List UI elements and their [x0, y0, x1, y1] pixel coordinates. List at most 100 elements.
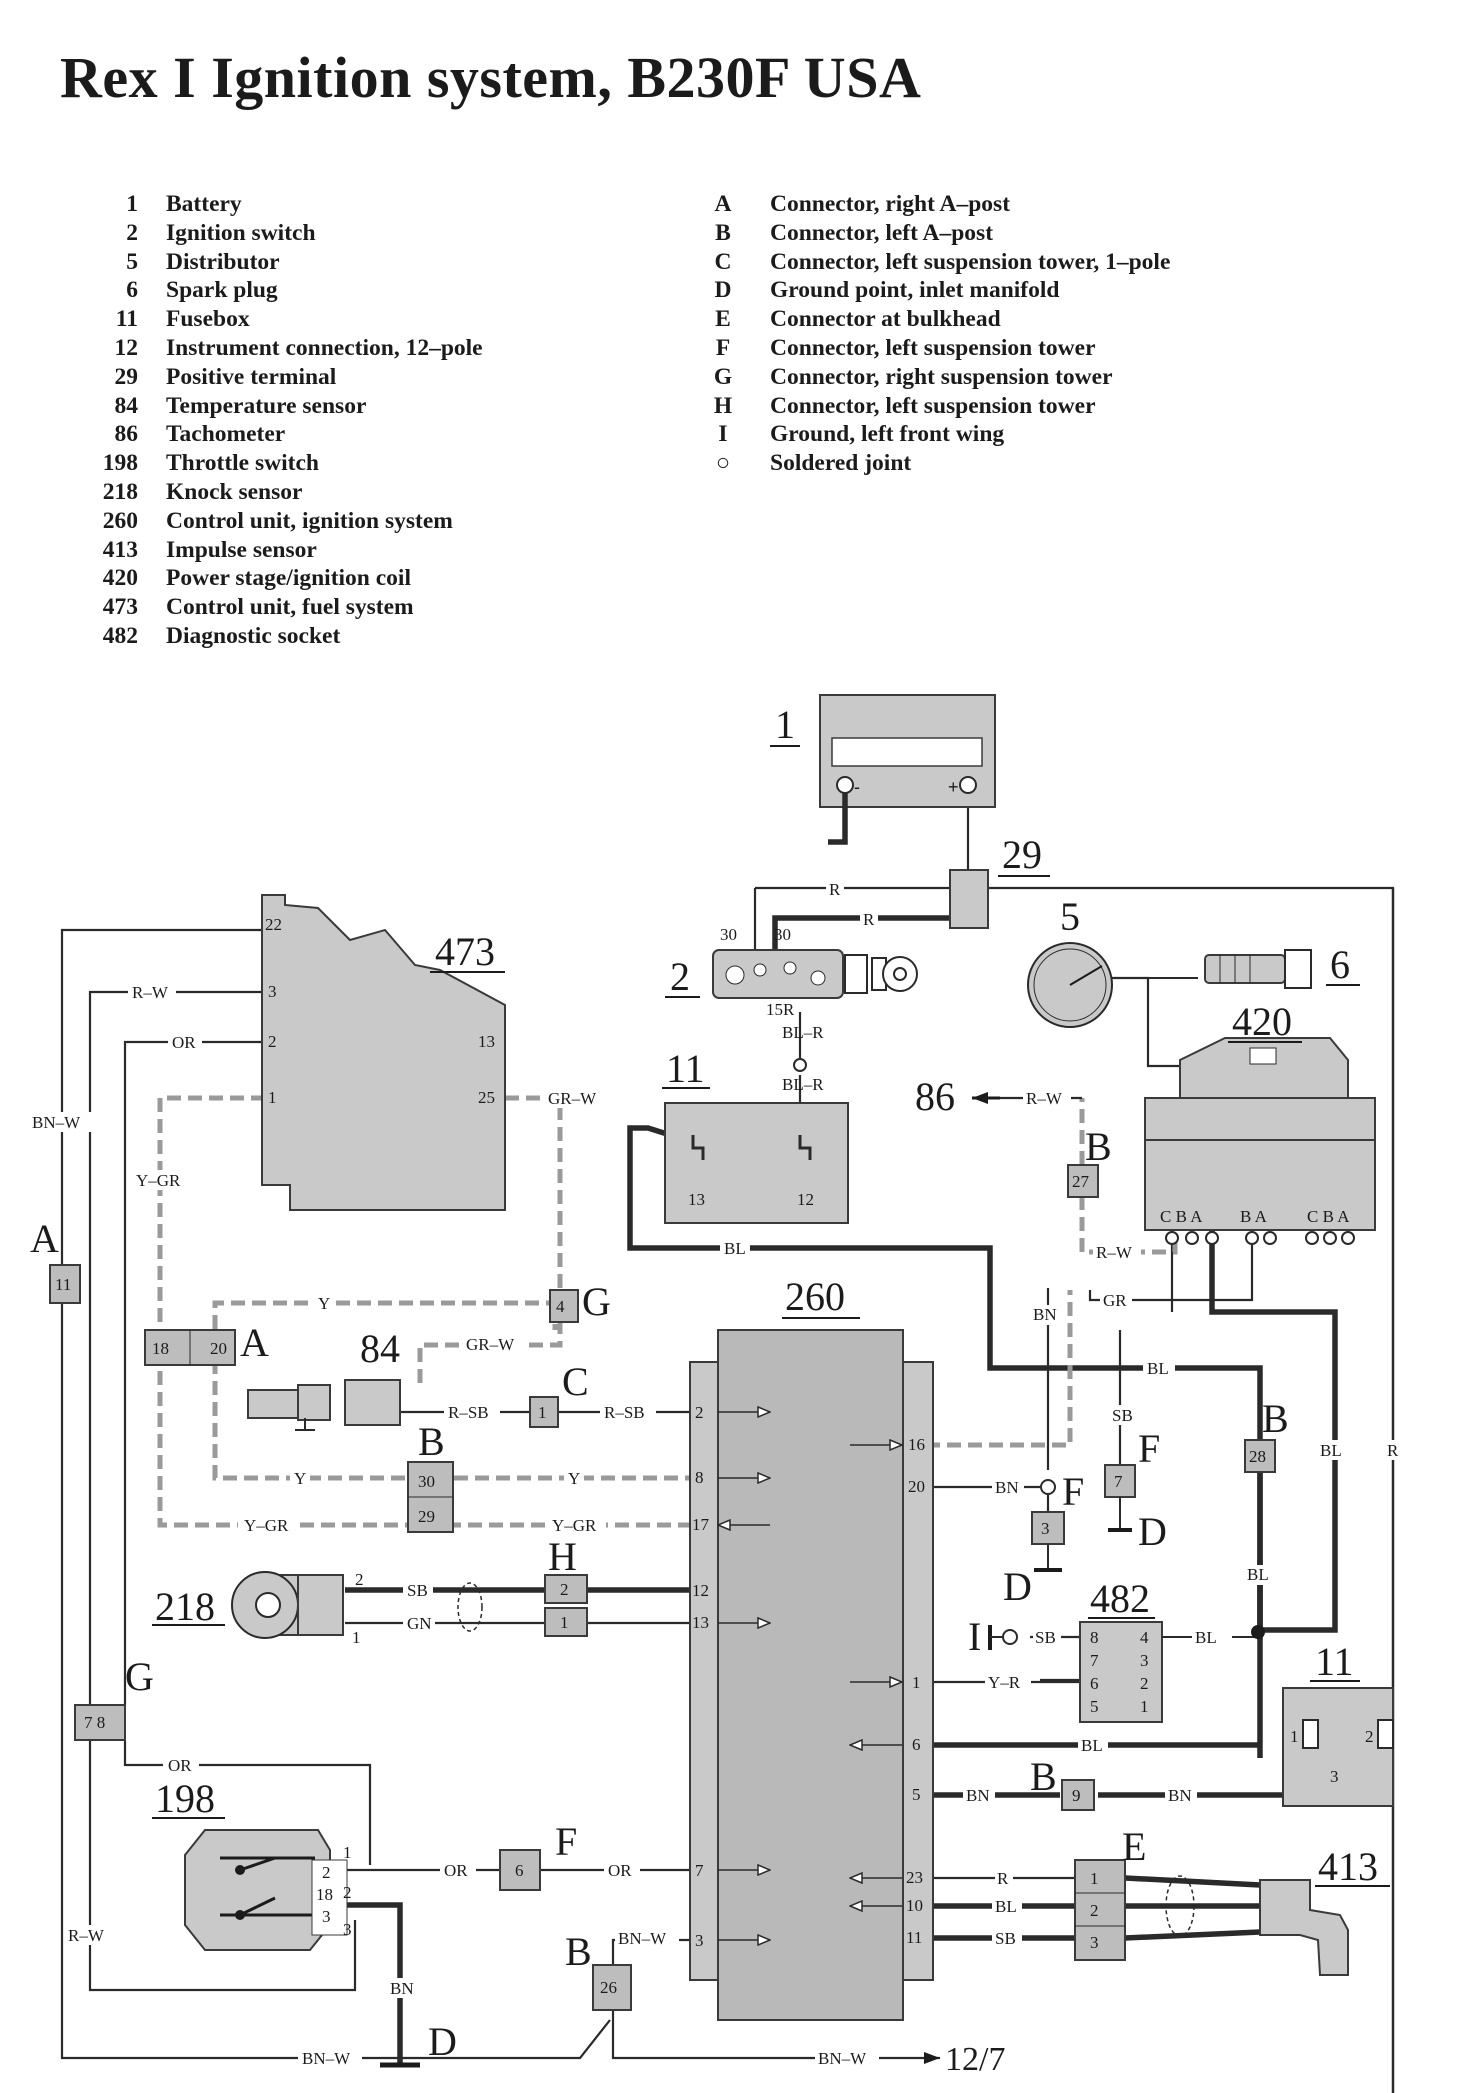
wire-label: BN–W	[32, 1113, 81, 1132]
wire-label: Y	[294, 1469, 306, 1488]
wire-label: Y	[568, 1469, 580, 1488]
ground-i-label: I	[968, 1614, 981, 1659]
cu-pin-13: 13	[692, 1613, 709, 1632]
connector-h-label: H	[548, 1534, 577, 1579]
wire-label: BN	[1033, 1305, 1057, 1324]
connector-b-left: 30 29 B	[407, 1419, 454, 1533]
legend-code: 5	[126, 248, 138, 275]
cu-pin-23: 23	[906, 1868, 923, 1887]
diag-pin-8: 8	[1090, 1628, 1099, 1647]
legend-code: G	[713, 363, 733, 390]
legend-label: Connector, right A–post	[770, 191, 1011, 217]
connector-f3-pin: 3	[1041, 1519, 1050, 1538]
cu-pin-20: 20	[908, 1477, 925, 1496]
legend-code: 86	[114, 421, 139, 448]
connector-e-pin-3: 3	[1090, 1933, 1099, 1952]
legend-label: Connector, left suspension tower, 1–pole	[770, 248, 1171, 275]
knock-pin-2: 2	[355, 1570, 364, 1589]
legend-code: A	[714, 191, 732, 217]
connector-b-27: 27 B	[1067, 1124, 1112, 1198]
connector-a2-label: A	[240, 1320, 269, 1365]
power-stage-number: 420	[1232, 999, 1292, 1044]
cu-pin-7: 7	[695, 1861, 704, 1880]
wire-label: R	[1387, 1441, 1399, 1460]
legend-code: E	[715, 306, 731, 333]
fuel-pin-25: 25	[478, 1088, 495, 1107]
connector-f-7: 7 F D	[1104, 1426, 1167, 1554]
legend-code: F	[715, 334, 731, 361]
connector-b-pin-29: 29	[418, 1507, 435, 1526]
legend-code: ○	[715, 450, 731, 477]
fusebox-top-number: 11	[666, 1046, 705, 1091]
legend-label: Connector, left suspension tower	[770, 392, 1096, 419]
wire-label: Y–R	[988, 1673, 1021, 1692]
wire-label: BL–R	[782, 1023, 824, 1042]
wire-label: BN–W	[818, 2049, 867, 2068]
throttle-switch: 2 18 3 1 2 3 198	[152, 1776, 352, 1951]
legend-label: Power stage/ignition coil	[166, 565, 411, 592]
connector-f3-label: F	[1062, 1469, 1084, 1514]
wire-label: SB	[995, 1929, 1016, 1948]
connector-f-label: F	[555, 1819, 577, 1864]
wire-label: Y–GR	[136, 1171, 181, 1190]
fuse2-pin-1: 1	[1290, 1727, 1299, 1746]
switch-number: 2	[670, 954, 690, 999]
ground-d1-label: D	[1138, 1509, 1167, 1554]
diagnostic-socket: 8 7 6 5 4 3 2 1 482 I	[968, 1576, 1265, 1723]
connector-b5-label: B	[565, 1929, 592, 1974]
connector-h-pin-2: 2	[560, 1580, 569, 1599]
connector-f7-pin: 7	[1114, 1472, 1123, 1491]
switch-pin-30a: 30	[720, 925, 737, 944]
connector-pin-18: 18	[152, 1339, 169, 1358]
connector-pin-20: 20	[210, 1339, 227, 1358]
switch-pin-15r: 15R	[766, 1000, 795, 1019]
legend-code: 1	[126, 191, 138, 217]
battery-minus: -	[854, 777, 860, 797]
wire-label: BL	[995, 1897, 1017, 1916]
fusebox-top: 13 12 11	[662, 1046, 849, 1224]
impulse-sensor-number: 413	[1318, 1844, 1378, 1889]
diag-pin-5: 5	[1090, 1697, 1099, 1716]
fuse2-pin-3: 3	[1330, 1767, 1339, 1786]
legend-code: 218	[102, 478, 138, 505]
wire-label: BL–R	[782, 1075, 824, 1094]
impulse-sensor: 413	[1259, 1844, 1390, 1976]
coil-pins-3: C B A	[1307, 1207, 1350, 1226]
legend-label: Soldered joint	[770, 450, 912, 477]
fuse2-pin-2: 2	[1365, 1727, 1374, 1746]
fusebox-bottom-number: 11	[1315, 1639, 1354, 1684]
spark-plug: 6	[1204, 942, 1360, 989]
throttle-switch-number: 198	[155, 1776, 215, 1821]
diag-pin-1: 1	[1140, 1697, 1149, 1716]
legend-code: 473	[102, 594, 138, 621]
legend-code: 198	[102, 450, 138, 477]
wire-label: R–W	[1096, 1243, 1133, 1262]
diag-pin-2: 2	[1140, 1674, 1149, 1693]
wire-label: BL	[1247, 1565, 1269, 1584]
legend-label: Diagnostic socket	[166, 622, 341, 649]
legend-label: Ignition switch	[166, 219, 316, 246]
knock-sensor: 2 1 218	[152, 1570, 364, 1647]
legend-label: Fusebox	[166, 306, 250, 333]
power-stage: C B A B A C B A 420	[1144, 999, 1376, 1245]
cu-pin-8: 8	[695, 1468, 704, 1487]
terminal-number: 29	[1002, 832, 1042, 877]
spark-plug-number: 6	[1330, 942, 1350, 987]
wire-label: OR	[172, 1033, 196, 1052]
wire-label: SB	[1035, 1628, 1056, 1647]
diag-pin-3: 3	[1140, 1651, 1149, 1670]
wire-label: BN–W	[618, 1929, 667, 1948]
wire-label: BN	[1168, 1786, 1192, 1805]
wire-label: Y–GR	[244, 1516, 289, 1535]
